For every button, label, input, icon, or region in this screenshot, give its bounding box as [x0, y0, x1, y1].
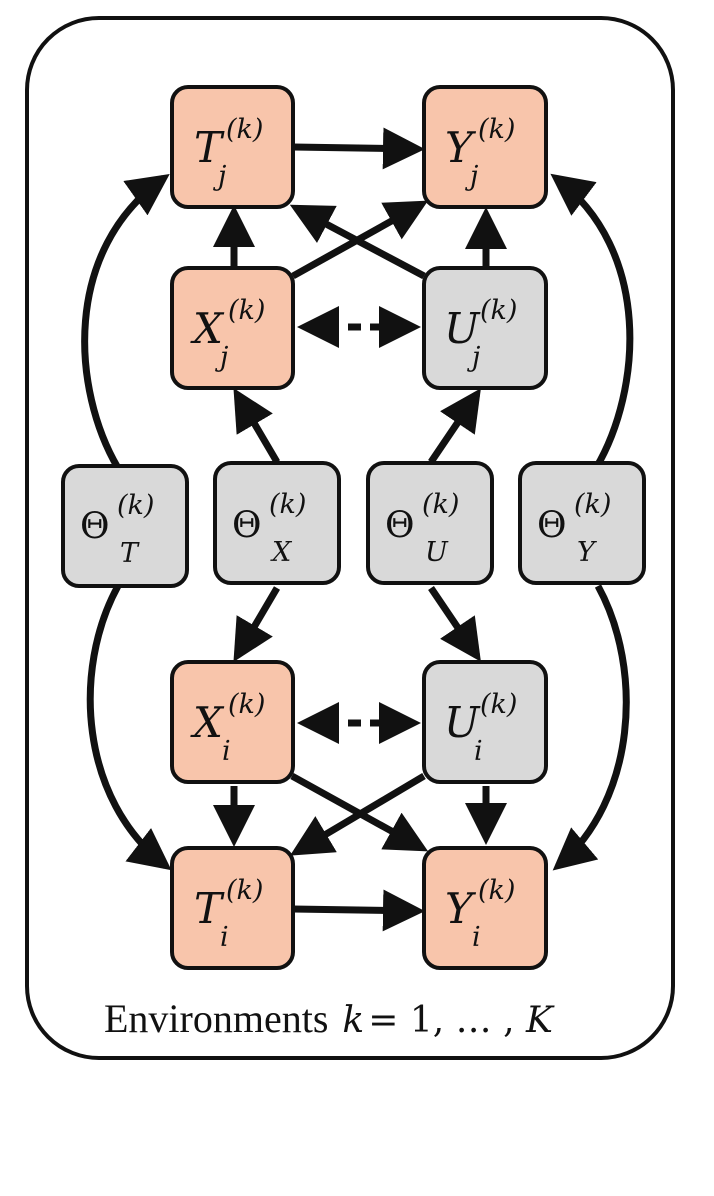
- environment-plate: [25, 16, 675, 1060]
- node-x-j: X j (k): [170, 266, 295, 390]
- edge-tj-to-yj: [292, 127, 425, 170]
- node-theta-x-subscript: X: [270, 537, 293, 568]
- node-theta-y: Θ Y (k): [518, 461, 646, 585]
- edge-thx-to-xj: [233, 387, 281, 464]
- node-u-i-symbol: U: [444, 698, 481, 747]
- node-theta-t-symbol: Θ: [80, 506, 110, 547]
- node-t-j-symbol: T: [194, 123, 225, 172]
- node-x-i: X i (k): [170, 660, 295, 784]
- node-t-j-superscript: (k): [226, 114, 263, 145]
- node-x-j-symbol: X: [190, 304, 225, 353]
- plate-caption: Environments k = 1, … , K: [104, 996, 555, 1041]
- node-x-j-superscript: (k): [228, 295, 265, 326]
- node-x-i-superscript: (k): [228, 689, 265, 720]
- node-theta-t: Θ T (k): [61, 464, 189, 588]
- edge-uj-to-tj: [289, 204, 426, 280]
- node-t-i-symbol: T: [194, 884, 225, 933]
- node-theta-u-symbol: Θ: [385, 505, 415, 546]
- node-u-i-subscript: i: [474, 736, 483, 767]
- node-u-j-superscript: (k): [480, 295, 517, 326]
- node-y-j-symbol: Y: [445, 123, 477, 172]
- node-theta-y-superscript: (k): [574, 489, 611, 520]
- edge-ti-to-yi: [292, 889, 425, 932]
- edge-tht-to-ti-curve: [86, 584, 172, 871]
- edge-tht-to-tj-curve: [81, 173, 170, 470]
- node-theta-x-superscript: (k): [269, 489, 306, 520]
- caption-word: Environments: [104, 996, 328, 1041]
- node-x-i-symbol: X: [190, 698, 225, 747]
- caption-math-k: k: [342, 1000, 364, 1041]
- edge-thx-to-xi: [233, 586, 281, 663]
- node-t-j: T j (k): [170, 85, 295, 209]
- edges-layer: [81, 127, 634, 932]
- node-theta-x: Θ X (k): [213, 461, 341, 585]
- node-u-i: U i (k): [422, 660, 548, 784]
- edge-thu-to-ui: [428, 586, 481, 662]
- node-t-i-subscript: i: [220, 922, 229, 953]
- edge-ui-to-ti: [289, 772, 426, 856]
- edge-thu-to-uj: [428, 388, 481, 464]
- node-u-j-symbol: U: [444, 304, 481, 353]
- node-x-i-subscript: i: [222, 736, 231, 767]
- node-theta-y-subscript: Y: [577, 537, 597, 568]
- node-theta-u-superscript: (k): [422, 489, 459, 520]
- node-y-i-subscript: i: [472, 922, 481, 953]
- node-y-j: Y j (k): [422, 85, 548, 209]
- caption-math-range: = 1, … ,: [368, 1000, 526, 1041]
- node-y-j-superscript: (k): [478, 114, 515, 145]
- node-t-i-superscript: (k): [226, 875, 263, 906]
- node-u-i-superscript: (k): [480, 689, 517, 720]
- node-theta-x-symbol: Θ: [232, 505, 262, 546]
- node-theta-u-subscript: U: [425, 537, 449, 568]
- node-theta-t-superscript: (k): [117, 490, 154, 521]
- node-y-i-symbol: Y: [445, 884, 477, 933]
- node-theta-t-subscript: T: [120, 538, 140, 569]
- node-theta-y-symbol: Θ: [537, 505, 567, 546]
- node-y-i-superscript: (k): [478, 875, 515, 906]
- edge-thy-to-yj-curve: [550, 173, 634, 470]
- node-t-i: T i (k): [170, 846, 295, 970]
- node-y-i: Y i (k): [422, 846, 548, 970]
- node-u-j: U j (k): [422, 266, 548, 390]
- node-theta-u: Θ U (k): [366, 461, 494, 585]
- caption-math-upper: K: [525, 1000, 555, 1041]
- nodes-layer: T j (k) Y j (k) X j (k) U j (k) Θ: [61, 85, 646, 970]
- edge-thy-to-yi-curve: [552, 584, 630, 871]
